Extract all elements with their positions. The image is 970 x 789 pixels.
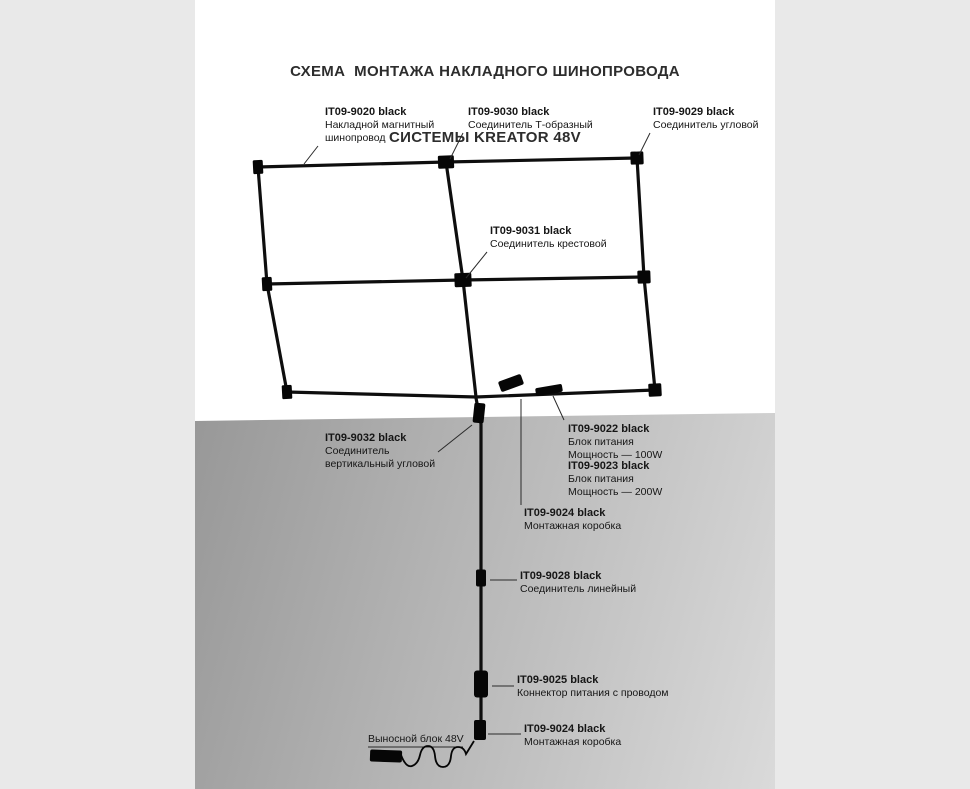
mounting-box-shape bbox=[474, 720, 486, 740]
part-code: IT09-9022 black bbox=[568, 423, 650, 435]
part-code: IT09-9028 black bbox=[520, 570, 602, 582]
diagram-title-line2: СИСТЕМЫ KREATOR 48V bbox=[389, 129, 581, 146]
label-it09-9029: IT09-9029 black Соединитель угловой bbox=[653, 106, 758, 132]
corner-bottom-right bbox=[648, 383, 662, 397]
part-code: IT09-9025 black bbox=[517, 674, 599, 686]
label-it09-9020: IT09-9020 black Накладной магнитный шино… bbox=[325, 106, 434, 144]
power-feed-connector-shape bbox=[474, 670, 488, 698]
remote-driver-box-shape bbox=[369, 749, 403, 763]
end-cap-bottom-left bbox=[281, 384, 293, 400]
connector-middle-right bbox=[637, 270, 651, 284]
linear-connector-shape bbox=[476, 569, 486, 587]
power-supply-100w-shape bbox=[498, 374, 524, 392]
part-desc: Соединитель крестовой bbox=[490, 238, 607, 250]
label-it09-9028: IT09-9028 black Соединитель линейный bbox=[520, 570, 636, 596]
label-it09-9025: IT09-9025 black Коннектор питания с пров… bbox=[517, 674, 669, 700]
part-desc: Соединитель Т-образный bbox=[468, 119, 593, 131]
part-code: IT09-9031 black bbox=[490, 225, 572, 237]
part-desc: Накладной магнитный шинопровод bbox=[325, 119, 435, 144]
part-code: IT09-9030 black bbox=[468, 106, 550, 118]
part-desc: Соединитель линейный bbox=[520, 583, 637, 595]
vertical-corner-connector-shape bbox=[472, 402, 486, 424]
end-cap-top-left bbox=[252, 159, 264, 175]
part-desc: Соединитель вертикальный угловой bbox=[325, 445, 436, 470]
callout-line-9032 bbox=[437, 424, 473, 453]
part-code: IT09-9024 black bbox=[524, 723, 606, 735]
callout-line-9030 bbox=[449, 132, 464, 160]
part-code: IT09-9020 black bbox=[325, 106, 407, 118]
power-cable-squiggle bbox=[400, 740, 475, 768]
corner-connector-shape bbox=[630, 151, 644, 165]
diagram-title: СХЕМА МОНТАЖА НАКЛАДНОГО ШИНОПРОВОДА СИС… bbox=[195, 17, 775, 193]
callout-line-9029 bbox=[638, 132, 651, 156]
label-remote-driver-48v: Выносной блок 48V bbox=[368, 733, 464, 745]
label-it09-9032: IT09-9032 black Соединитель вертикальный… bbox=[325, 432, 435, 470]
callout-line-9020 bbox=[303, 145, 319, 165]
track-bottom-row bbox=[286, 388, 656, 399]
part-desc: Коннектор питания с проводом bbox=[517, 687, 669, 699]
part-code: IT09-9032 black bbox=[325, 432, 407, 444]
label-it09-9030: IT09-9030 black Соединитель Т-образный bbox=[468, 106, 593, 132]
label-it09-9023: IT09-9023 black Блок питания Мощность — … bbox=[568, 460, 662, 498]
part-desc: Соединитель угловой bbox=[653, 119, 759, 131]
label-it09-9024-bottom: IT09-9024 black Монтажная коробка bbox=[524, 723, 621, 749]
diagram-title-line1: СХЕМА МОНТАЖА НАКЛАДНОГО ШИНОПРОВОДА bbox=[290, 63, 680, 80]
part-desc: Блок питания Мощность — 200W bbox=[568, 473, 663, 498]
part-desc: Монтажная коробка bbox=[524, 520, 622, 532]
part-desc: Блок питания Мощность — 100W bbox=[568, 436, 663, 461]
end-cap-middle-left bbox=[261, 276, 273, 292]
part-code: IT09-9029 black bbox=[653, 106, 735, 118]
label-it09-9031: IT09-9031 black Соединитель крестовой bbox=[490, 225, 607, 251]
part-code: IT09-9023 black bbox=[568, 460, 650, 472]
t-connector-shape bbox=[437, 155, 455, 169]
label-it09-9022: IT09-9022 black Блок питания Мощность — … bbox=[568, 423, 662, 461]
power-supply-200w-shape bbox=[535, 384, 563, 396]
part-desc: Монтажная коробка bbox=[524, 736, 622, 748]
part-code: IT09-9024 black bbox=[524, 507, 606, 519]
callout-line-9022 bbox=[552, 395, 565, 421]
callout-line-9031 bbox=[465, 251, 488, 279]
label-it09-9024-top: IT09-9024 black Монтажная коробка bbox=[524, 507, 621, 533]
